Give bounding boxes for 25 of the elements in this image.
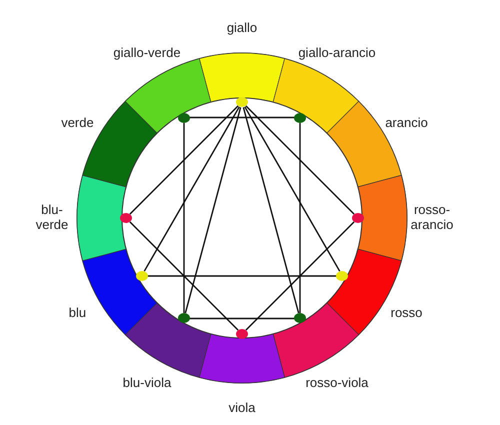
connector-line	[190, 318, 294, 320]
segment-label: rosso-viola	[304, 374, 370, 390]
connector-line	[183, 123, 185, 313]
connector-line	[244, 106, 340, 272]
segment-label: giallo-arancio	[297, 45, 377, 60]
connector-line	[245, 221, 355, 331]
segment-label: rosso	[390, 305, 424, 320]
segment-label: verde	[60, 115, 95, 130]
connector-line	[299, 123, 301, 313]
connector-line	[129, 105, 239, 215]
segment-label: blu	[68, 305, 88, 320]
segment-label: blu-viola	[122, 374, 172, 390]
connector-line	[242, 107, 300, 314]
segment-label: rosso-arancio	[410, 202, 454, 232]
segment-label: viola	[228, 400, 256, 415]
connector-line	[245, 105, 355, 215]
connector-line	[190, 116, 294, 118]
segment-label: giallo-verde	[112, 45, 182, 60]
segment-label: blu-verde	[34, 202, 70, 232]
segment-label: arancio	[384, 115, 429, 130]
connector-line	[184, 107, 242, 314]
connector-line	[129, 221, 239, 331]
connector-line	[144, 106, 240, 272]
segment-label: giallo	[226, 20, 258, 35]
connector-line	[147, 275, 337, 277]
